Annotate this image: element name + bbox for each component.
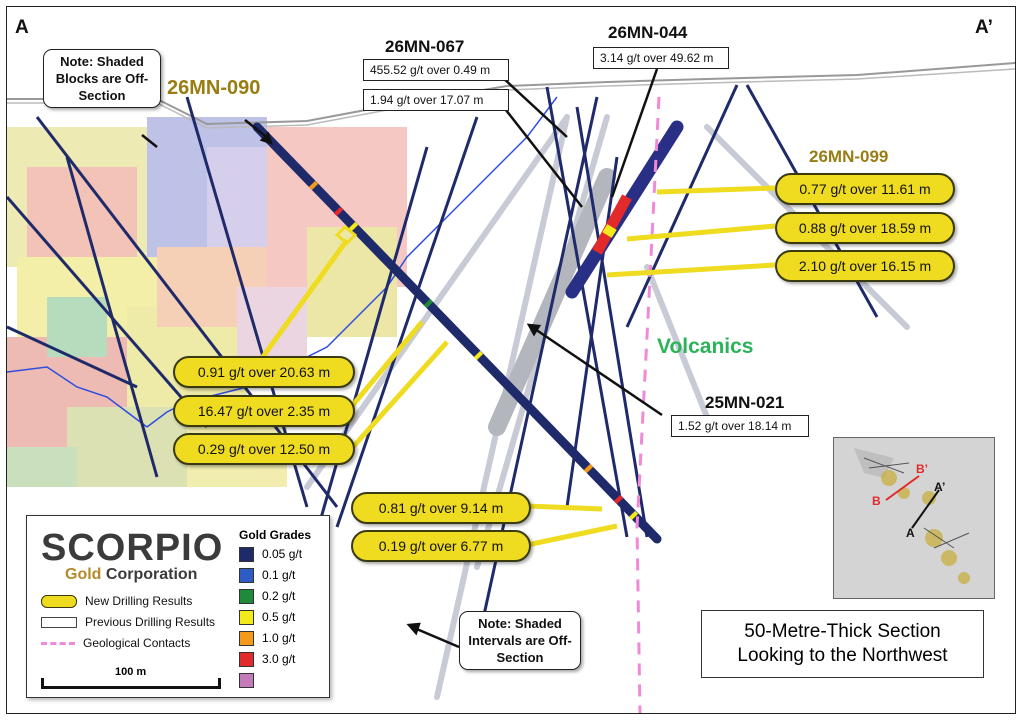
hole-26mn-090-trace [252, 122, 662, 544]
note-shaded-intervals: Note: Shaded Intervals are Off-Section [459, 611, 581, 670]
leader-arrows [141, 68, 663, 649]
result-26mn-067-b: 1.94 g/t over 17.07 m [363, 89, 509, 111]
hole-26mn-090-label: 26MN-090 [167, 77, 261, 99]
new-result-4: 0.91 g/t over 20.63 m [173, 356, 355, 388]
contact-swatch [41, 642, 75, 646]
legend-new-drilling: New Drilling Results [41, 594, 192, 609]
section-end-label: A’ [975, 17, 993, 38]
new-result-5: 16.47 g/t over 2.35 m [173, 395, 355, 427]
grade-row: 0.05 g/t [239, 547, 302, 563]
grade-swatch [239, 652, 254, 668]
cross-section-drawing [7, 62, 1015, 713]
section-view-description: 50-Metre-Thick Section Looking to the No… [701, 610, 984, 678]
legend-previous-drilling: Previous Drilling Results [41, 615, 215, 629]
new-result-7: 0.81 g/t over 9.14 m [351, 492, 531, 524]
company-subtitle: Gold Corporation [65, 566, 198, 583]
inset-label-a: A [906, 526, 915, 540]
grade-row: 1.0 g/t [239, 631, 295, 647]
inset-label-b: B [872, 494, 881, 508]
new-result-6: 0.29 g/t over 12.50 m [173, 433, 355, 465]
inset-label-a-prime: A’ [934, 480, 946, 494]
view-line-1: 50-Metre-Thick Section [744, 621, 941, 642]
grade-row: 0.5 g/t [239, 610, 295, 626]
result-26mn-044: 3.14 g/t over 49.62 m [593, 47, 729, 69]
view-line-2: Looking to the Northwest [737, 645, 948, 666]
grade-swatch [239, 610, 254, 626]
grade-row: 0.2 g/t [239, 589, 295, 605]
grade-row [239, 673, 262, 689]
location-inset-map: A A’ B B’ [833, 437, 995, 599]
grade-row: 3.0 g/t [239, 652, 295, 668]
new-result-1: 0.77 g/t over 11.61 m [775, 173, 955, 205]
grade-ticks [308, 180, 639, 521]
result-25mn-021: 1.52 g/t over 18.14 m [671, 415, 809, 437]
grade-swatch [239, 568, 254, 584]
grade-swatch [239, 673, 254, 689]
drill-traces [7, 84, 879, 648]
gold-grades-title: Gold Grades [239, 528, 312, 542]
lithology-label: Volcanics [657, 335, 754, 358]
inset-label-b-prime: B’ [916, 462, 928, 476]
new-result-2: 0.88 g/t over 18.59 m [775, 212, 955, 244]
grade-swatch [239, 589, 254, 605]
scale-bar [41, 678, 221, 689]
new-drilling-swatch [41, 595, 77, 609]
section-start-label: A [15, 17, 29, 38]
previous-drilling-swatch [41, 617, 77, 629]
grade-row: 0.1 g/t [239, 568, 295, 584]
new-result-connectors [254, 185, 776, 548]
hole-26mn-067-label: 26MN-067 [385, 37, 465, 56]
inset-section-line-bb [885, 475, 920, 501]
scale-label: 100 m [115, 666, 147, 678]
note-shaded-blocks: Note: Shaded Blocks are Off-Section [43, 49, 161, 108]
section-figure: A A’ Note: Shaded Blocks are Off-Section… [6, 6, 1016, 714]
hole-25mn-021-label: 25MN-021 [705, 393, 785, 412]
map-legend: SCORPIO Gold Corporation New Drilling Re… [26, 515, 330, 698]
legend-contacts: Geological Contacts [41, 636, 190, 650]
company-logo: SCORPIO [41, 527, 224, 569]
result-26mn-067-a: 455.52 g/t over 0.49 m [363, 59, 509, 81]
new-result-8: 0.19 g/t over 6.77 m [351, 530, 531, 562]
hole-26mn-099-label: 26MN-099 [809, 147, 889, 166]
hole-26mn-044-label: 26MN-044 [608, 23, 688, 42]
grade-swatch [239, 547, 254, 563]
inset-map-drawing [834, 438, 994, 598]
new-result-3: 2.10 g/t over 16.15 m [775, 250, 955, 282]
inset-section-line-aa [911, 489, 940, 529]
grade-swatch [239, 631, 254, 647]
